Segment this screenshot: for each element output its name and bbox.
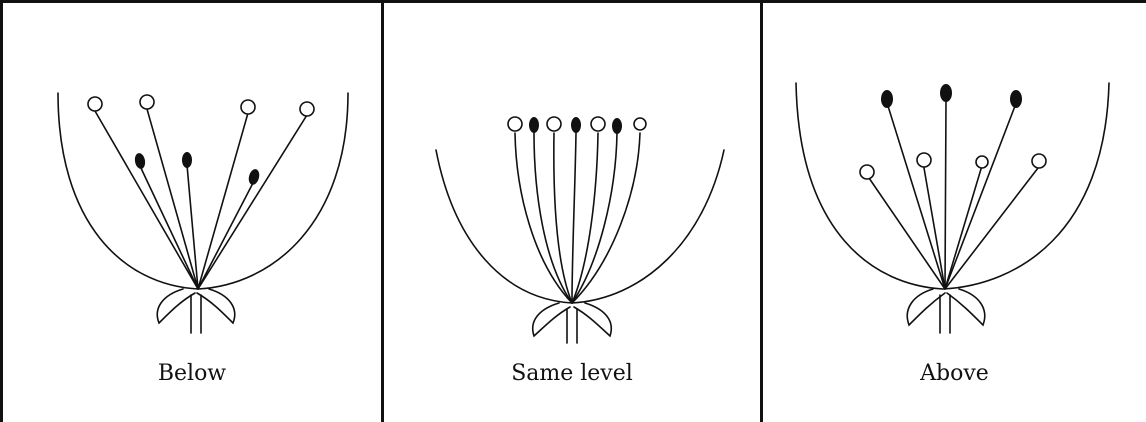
flower-above-illustration — [763, 3, 1146, 422]
label-below: Below — [3, 361, 381, 386]
flower-same-level-illustration — [384, 3, 760, 422]
panel-above: Above — [763, 3, 1146, 422]
panel-below: Below — [3, 3, 381, 422]
label-above: Above — [763, 361, 1146, 386]
panel-same-level: Same level — [384, 3, 760, 422]
flower-below-illustration — [3, 3, 381, 422]
label-same-level: Same level — [384, 361, 760, 386]
